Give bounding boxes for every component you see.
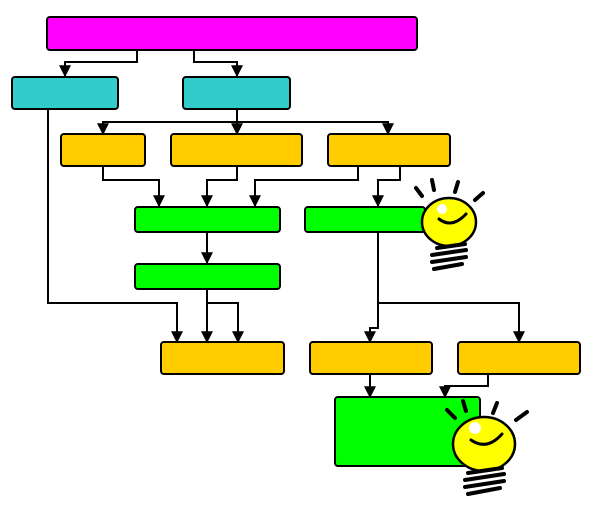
lightbulb-icon	[445, 399, 529, 496]
level1-box-right	[182, 76, 291, 110]
connector-branch2-to-process	[201, 166, 238, 208]
process-box-second	[134, 263, 281, 290]
connector-branch1-to-process	[102, 166, 165, 208]
connector-top-to-right	[193, 50, 243, 78]
level2-box-3	[327, 133, 451, 167]
output-box-1	[160, 341, 285, 375]
connector-top-to-left	[59, 50, 138, 78]
process-box-center	[134, 206, 281, 233]
connectors	[47, 50, 525, 399]
output-box-3	[457, 341, 581, 375]
connector-processright-down	[364, 232, 379, 344]
level2-box-2	[170, 133, 303, 167]
connector-branch3-to-process	[249, 166, 359, 208]
output-box-2	[309, 341, 433, 375]
connector-right-to-branch-3	[236, 110, 394, 136]
connector-output3-to-final	[439, 374, 489, 399]
connector-branch3-to-process-right	[372, 166, 401, 208]
level2-box-1	[60, 133, 146, 167]
process-box-right	[304, 206, 426, 233]
connector-processright-to-output3	[378, 302, 525, 344]
connector-process2-to-output-2	[206, 290, 244, 344]
level1-box-left	[11, 76, 119, 110]
boxes	[11, 16, 581, 467]
connector-right-to-branch-1	[97, 110, 238, 136]
connector-left-down	[47, 110, 183, 344]
lightbulb-icon	[414, 178, 485, 271]
top-box	[46, 16, 418, 51]
